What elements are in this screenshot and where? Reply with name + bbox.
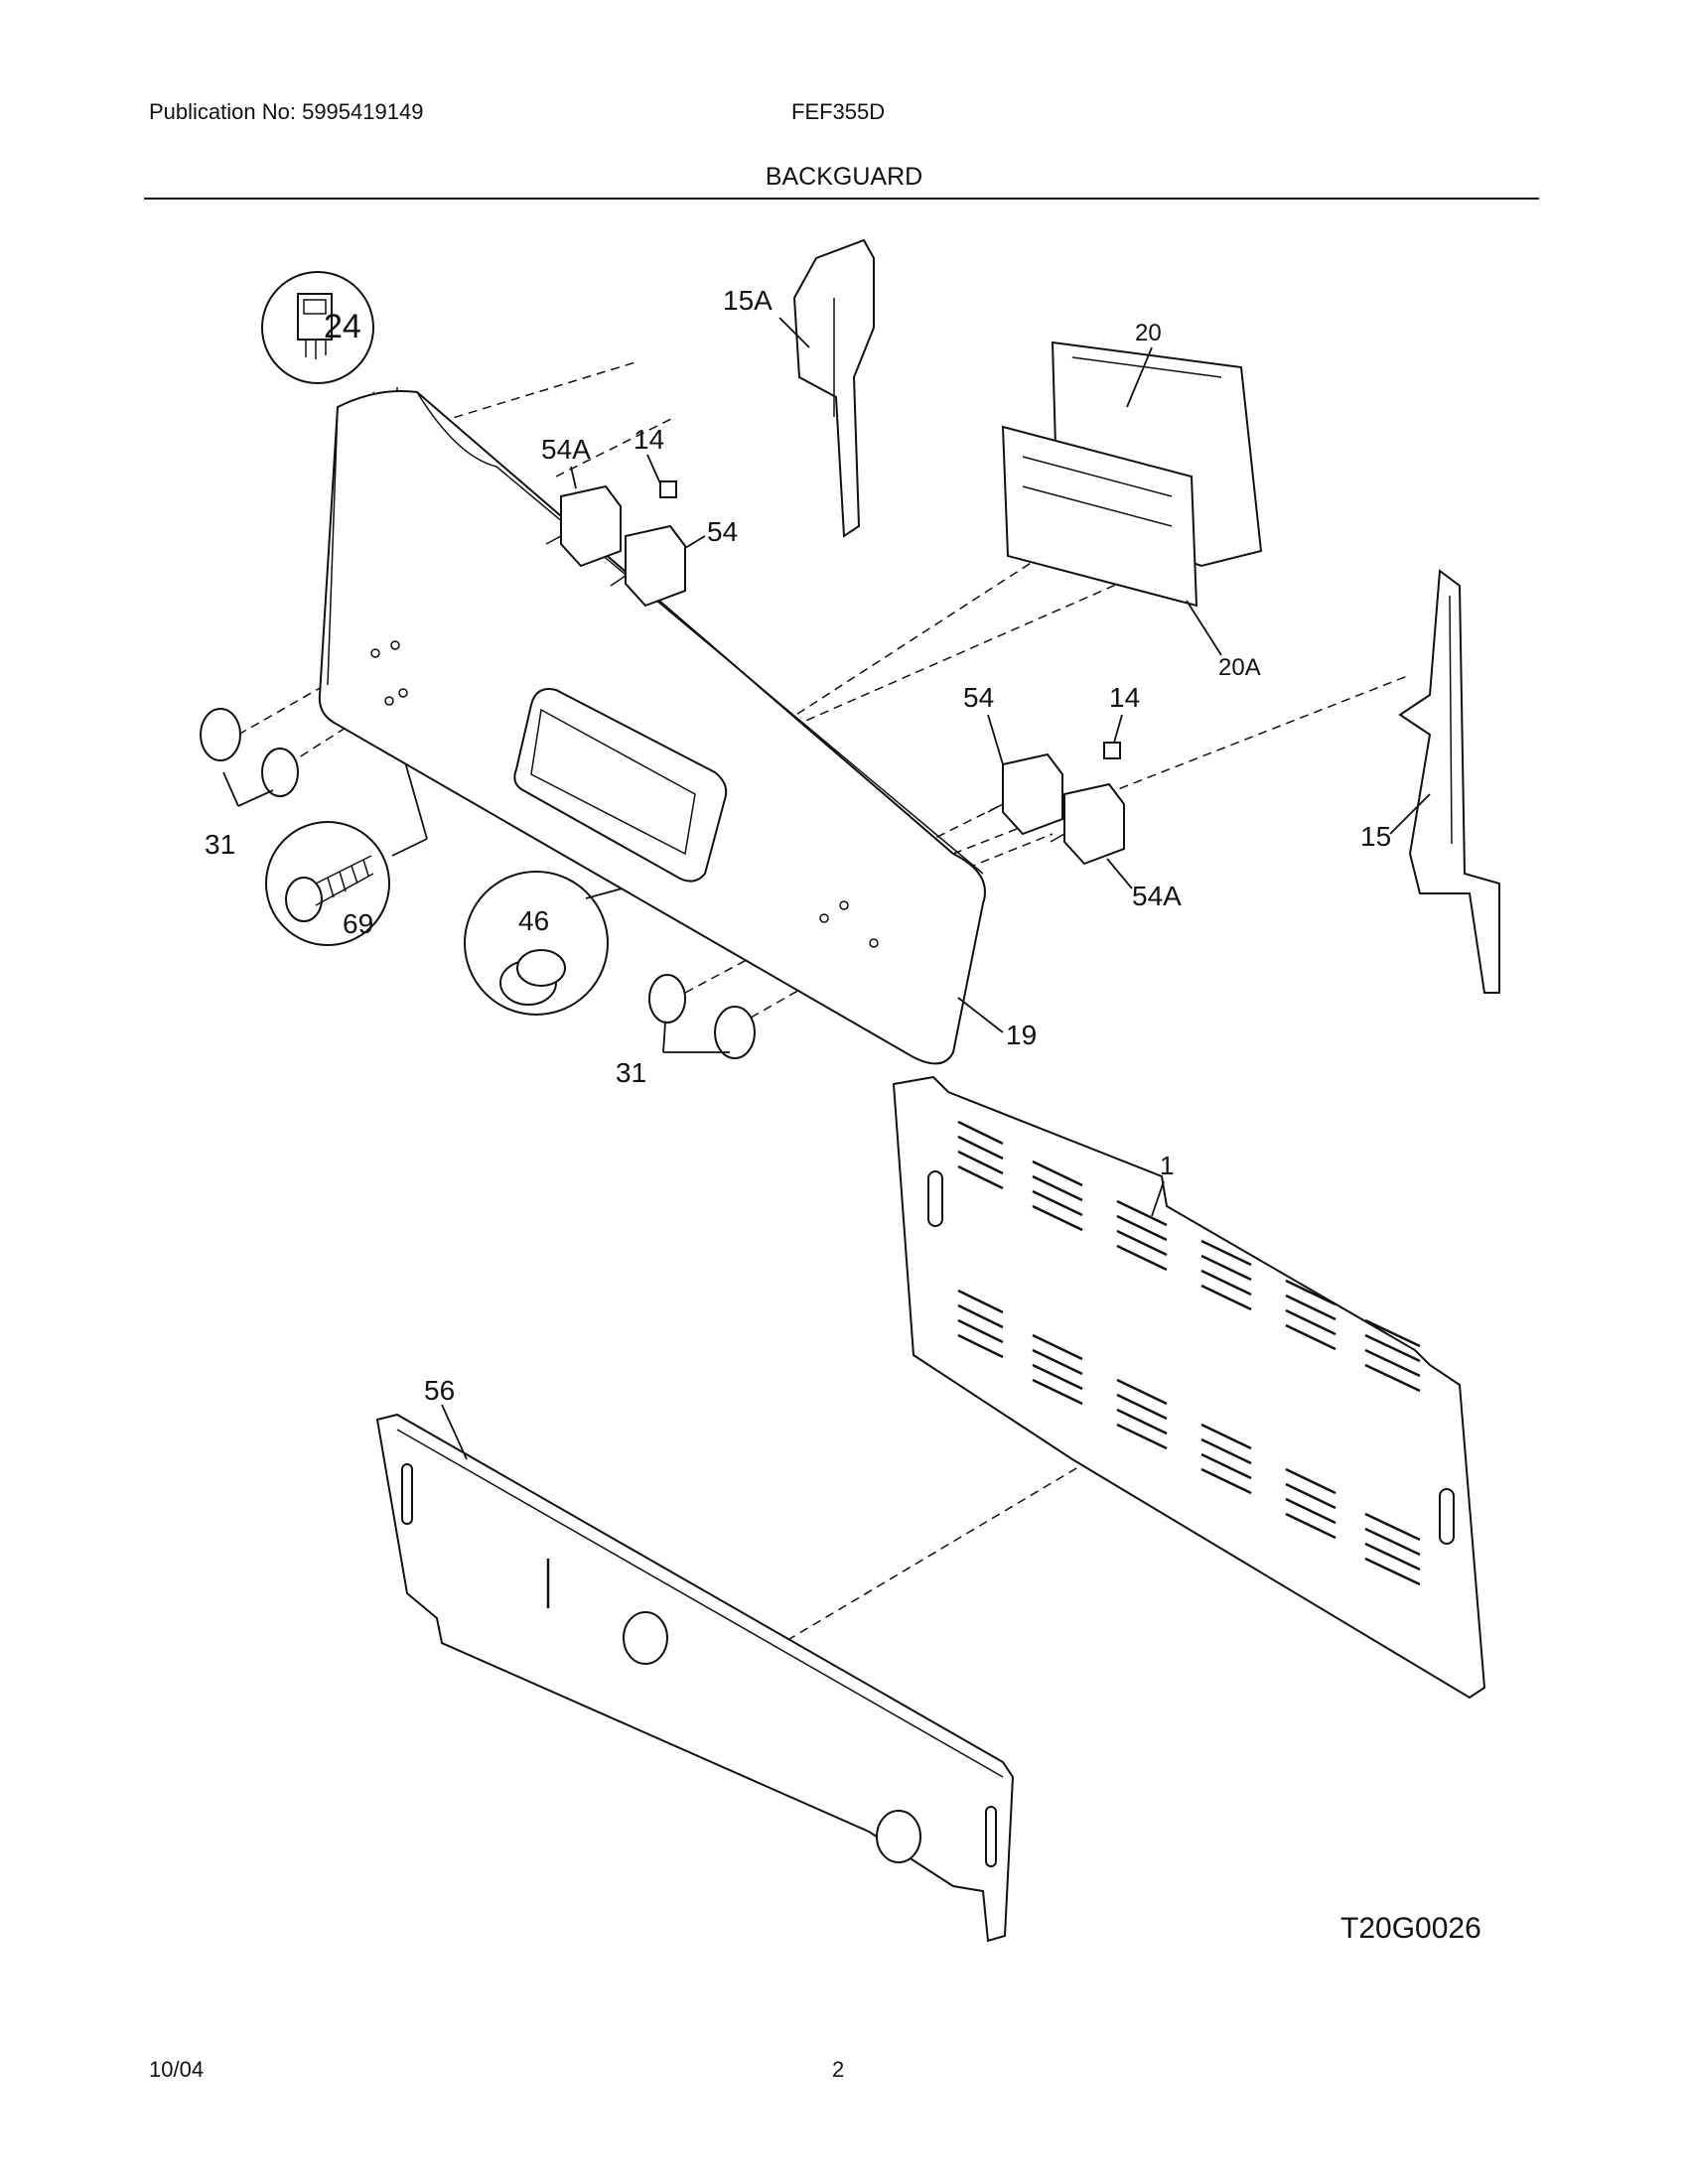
knobs-31 (200, 708, 756, 1059)
bracket-15 (1398, 569, 1500, 994)
label-part-19: 19 (1006, 1020, 1037, 1050)
figure-code: T20G0026 (1340, 1912, 1481, 1945)
part-69-screw-detail (265, 716, 428, 946)
bracket-15a (792, 238, 875, 538)
label-part-20a: 20A (1218, 654, 1261, 681)
label-part-14-upper: 14 (633, 424, 664, 455)
label-part-24: 24 (324, 308, 361, 345)
label-part-20: 20 (1135, 320, 1162, 346)
header-rule (144, 198, 1539, 200)
label-part-56: 56 (424, 1375, 455, 1406)
footer-date: 10/04 (149, 2057, 205, 2082)
label-part-46: 46 (518, 905, 549, 936)
vent-slots (957, 1120, 1421, 1586)
label-part-14-lower: 14 (1109, 682, 1140, 713)
label-part-54-upper: 54 (707, 516, 738, 547)
label-part-15a: 15A (723, 285, 773, 316)
label-part-54a-upper: 54A (541, 434, 591, 465)
publication-number: Publication No: 5995419149 (149, 99, 424, 124)
footer-page-number: 2 (832, 2057, 845, 2082)
label-part-54-lower: 54 (963, 682, 994, 713)
model-number: FEF355D (791, 99, 886, 124)
label-part-69: 69 (343, 908, 373, 939)
control-board-20 (1001, 341, 1263, 608)
label-part-54a-lower: 54A (1132, 881, 1182, 911)
back-panel-1 (892, 1075, 1486, 1700)
part-46-knob-detail (464, 868, 845, 1016)
label-part-1: 1 (1160, 1151, 1174, 1180)
label-leaders (441, 317, 1431, 1460)
part-labels: 24 15A 20 54A 14 54 20A 54 14 31 15 46 6… (205, 285, 1481, 1945)
section-title: BACKGUARD (765, 163, 923, 191)
switches-upper (545, 480, 686, 608)
label-part-31-right: 31 (616, 1057, 646, 1088)
backguard-panel-19 (318, 390, 986, 1065)
label-part-31-left: 31 (205, 829, 235, 860)
switches-lower (987, 742, 1125, 866)
lower-panel-56 (375, 1413, 1015, 1943)
label-part-15: 15 (1360, 821, 1391, 852)
